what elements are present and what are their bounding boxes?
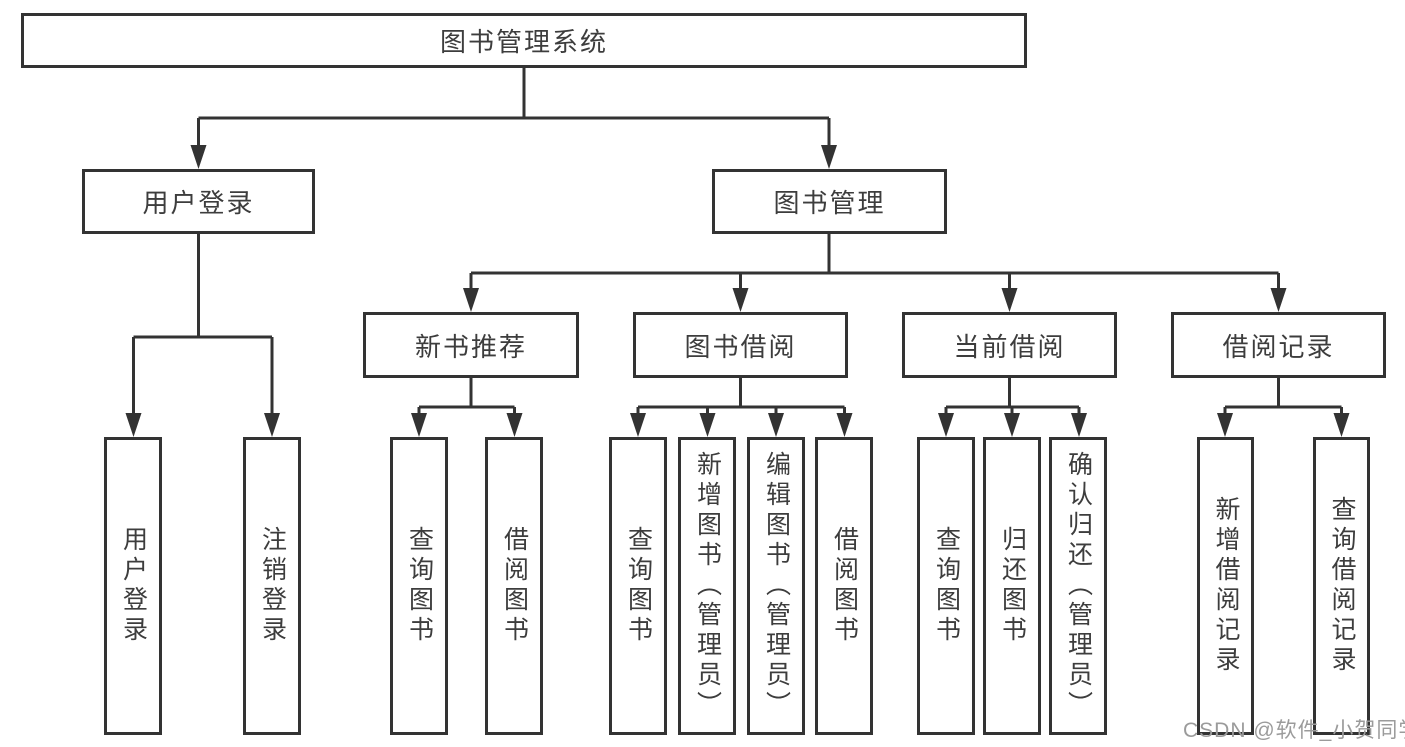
- leaf-add-borrow-record: 新增借阅记录: [1197, 437, 1254, 735]
- watermark: CSDN @软件_小贺同学: [1183, 719, 1405, 742]
- leaf-borrow-books: 借阅图书: [815, 437, 873, 735]
- leaf-borrow-books-rec-label: 借阅图书: [500, 526, 529, 646]
- leaf-add-books-admin-label: 新增图书（管理员）: [693, 451, 722, 721]
- leaf-borrow-books-label: 借阅图书: [830, 526, 859, 646]
- leaf-query-books-rec-label: 查询图书: [405, 526, 434, 646]
- node-new-book-recommendation-label: 新书推荐: [414, 331, 527, 362]
- leaf-confirm-return-admin-label: 确认归还（管理员）: [1064, 451, 1093, 721]
- node-book-borrowing-label: 图书借阅: [684, 331, 797, 362]
- node-borrowing-records: 借阅记录: [1171, 312, 1386, 378]
- leaf-query-books-borrow: 查询图书: [609, 437, 667, 735]
- node-new-book-recommendation: 新书推荐: [363, 312, 579, 378]
- node-current-borrowing: 当前借阅: [902, 312, 1117, 378]
- leaf-return-books: 归还图书: [983, 437, 1041, 735]
- leaf-logout: 注销登录: [243, 437, 301, 735]
- node-current-borrowing-label: 当前借阅: [953, 331, 1066, 362]
- leaf-query-borrow-record: 查询借阅记录: [1313, 437, 1370, 735]
- node-book-management-label: 图书管理: [773, 188, 886, 218]
- node-system-root-label: 图书管理系统: [439, 27, 608, 57]
- leaf-add-books-admin: 新增图书（管理员）: [678, 437, 736, 735]
- node-system-root: 图书管理系统: [21, 13, 1027, 68]
- node-user-login: 用户登录: [82, 169, 315, 234]
- leaf-add-borrow-record-label: 新增借阅记录: [1212, 496, 1240, 676]
- leaf-edit-books-admin-label: 编辑图书（管理员）: [762, 451, 791, 721]
- leaf-query-borrow-record-label: 查询借阅记录: [1328, 496, 1356, 676]
- leaf-query-books-current-label: 查询图书: [932, 526, 961, 646]
- node-borrowing-records-label: 借阅记录: [1222, 331, 1335, 362]
- leaf-edit-books-admin: 编辑图书（管理员）: [747, 437, 805, 735]
- leaf-query-books-borrow-label: 查询图书: [624, 526, 653, 646]
- leaf-query-books-current: 查询图书: [917, 437, 975, 735]
- node-book-management: 图书管理: [712, 169, 947, 234]
- leaf-user-login-label: 用户登录: [119, 526, 148, 646]
- leaf-logout-label: 注销登录: [258, 526, 287, 646]
- leaf-user-login: 用户登录: [104, 437, 162, 735]
- node-book-borrowing: 图书借阅: [633, 312, 848, 378]
- node-user-login-label: 用户登录: [142, 188, 255, 218]
- leaf-borrow-books-rec: 借阅图书: [485, 437, 543, 735]
- arrowheads: [125, 145, 1350, 437]
- leaf-query-books-rec: 查询图书: [390, 437, 448, 735]
- leaf-return-books-label: 归还图书: [998, 526, 1027, 646]
- leaf-confirm-return-admin: 确认归还（管理员）: [1049, 437, 1107, 735]
